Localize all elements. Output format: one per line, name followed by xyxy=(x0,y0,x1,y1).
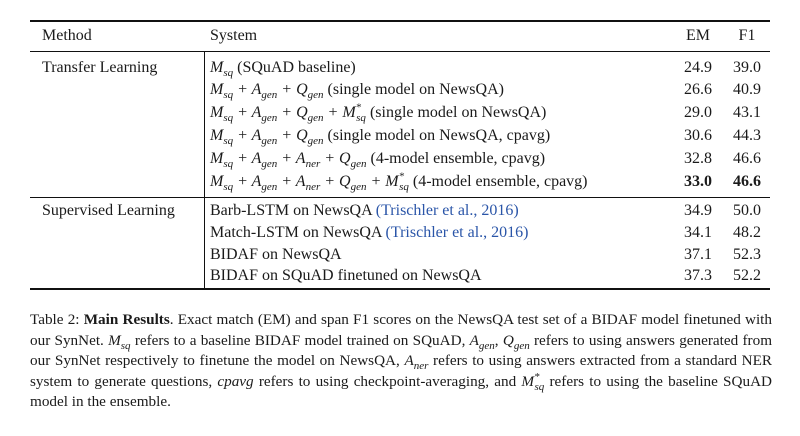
system-formula: Msq + Agen + Qgen xyxy=(210,127,324,148)
f1-value: 52.3 xyxy=(733,246,761,263)
header-system: System xyxy=(210,27,258,44)
system-note: (SQuAD baseline) xyxy=(233,59,356,76)
system-note: (4-model ensemble, cpavg) xyxy=(366,150,546,167)
caption-formula: Msq xyxy=(108,331,131,352)
system-formula: Msq + Agen + Aner + Qgen xyxy=(210,150,367,171)
em-value: 24.9 xyxy=(684,59,712,76)
header-em: EM xyxy=(686,27,710,44)
em-value: 29.0 xyxy=(684,104,712,121)
system-cell: BIDAF on SQuAD finetuned on NewsQA xyxy=(210,267,482,284)
em-value: 37.1 xyxy=(684,246,712,263)
caption-formula: Aner xyxy=(404,352,429,373)
f1-value: 48.2 xyxy=(733,224,761,241)
caption-text: , xyxy=(494,331,503,349)
f1-value: 40.9 xyxy=(733,81,761,98)
system-cell: Msq + Agen + Qgen + M*sq (single model o… xyxy=(210,101,547,125)
system-name: Barb-LSTM on NewsQA xyxy=(210,202,376,219)
system-cell: Msq + Agen + Aner + Qgen + M*sq (4-model… xyxy=(210,170,588,194)
caption-text: refers to a baseline BIDAF model trained… xyxy=(130,331,470,349)
em-value: 34.1 xyxy=(684,224,712,241)
system-cell: Msq + Agen + Aner + Qgen (4-model ensemb… xyxy=(210,149,546,171)
em-value-best: 33.0 xyxy=(684,173,712,190)
system-note: (single model on NewsQA, cpavg) xyxy=(323,127,551,144)
caption-title: Main Results xyxy=(83,311,170,328)
header-method: Method xyxy=(42,27,92,44)
caption-text: refers to using answers extracted from a… xyxy=(30,352,772,390)
f1-value: 44.3 xyxy=(733,127,761,144)
column-separator xyxy=(204,51,205,288)
system-cell: Match-LSTM on NewsQA (Trischler et al., … xyxy=(210,223,528,243)
caption-formula: M*sq xyxy=(521,370,545,393)
system-formula: Msq xyxy=(210,59,234,80)
group-transfer-learning: Transfer Learning xyxy=(42,59,158,76)
system-note: (single model on NewsQA) xyxy=(323,81,504,98)
caption-formula: Agen xyxy=(469,331,495,352)
em-value: 32.8 xyxy=(684,150,712,167)
group-supervised-learning: Supervised Learning xyxy=(42,202,175,219)
system-cell: Msq + Agen + Qgen (single model on NewsQ… xyxy=(210,80,504,102)
header-f1: F1 xyxy=(738,27,756,44)
group-rule xyxy=(30,197,770,198)
caption-text: refers to using checkpoint-averaging, an… xyxy=(253,372,522,390)
table-caption: Table 2: Main Results. Exact match (EM) … xyxy=(30,310,772,413)
bottom-rule xyxy=(30,288,770,290)
caption-formula: Qgen xyxy=(502,331,530,352)
f1-value: 52.2 xyxy=(733,267,761,284)
caption-formula: cpavg xyxy=(217,372,254,390)
header-rule xyxy=(30,51,770,52)
caption-text: refers to using the baseline SQuAD model… xyxy=(30,372,773,411)
system-cell: Msq (SQuAD baseline) xyxy=(210,58,356,80)
system-name: Match-LSTM on NewsQA xyxy=(210,224,386,241)
system-formula: Msq + Agen + Aner + Qgen + M*sq xyxy=(210,170,409,194)
em-value: 30.6 xyxy=(684,127,712,144)
system-note: (single model on NewsQA) xyxy=(365,104,547,121)
f1-value: 50.0 xyxy=(733,202,761,219)
top-rule xyxy=(30,20,770,22)
caption-text: refers to using answers generated from o… xyxy=(30,331,773,370)
system-formula: Msq + Agen + Qgen xyxy=(210,81,324,102)
f1-value-best: 46.6 xyxy=(733,173,761,190)
system-cell: Msq + Agen + Qgen (single model on NewsQ… xyxy=(210,126,551,148)
f1-value: 46.6 xyxy=(733,150,761,167)
system-note: (4-model ensemble, cpavg) xyxy=(408,173,588,190)
caption-label: Table 2: xyxy=(30,311,84,328)
system-formula: Msq + Agen + Qgen + M*sq xyxy=(210,101,366,125)
citation-link[interactable]: (Trischler et al., 2016) xyxy=(385,224,529,241)
system-cell: BIDAF on NewsQA xyxy=(210,246,342,263)
em-value: 34.9 xyxy=(684,202,712,219)
caption-text: . Exact match (EM) and span F1 scores on… xyxy=(30,311,772,349)
f1-value: 43.1 xyxy=(733,104,761,121)
citation-link[interactable]: (Trischler et al., 2016) xyxy=(375,202,519,219)
em-value: 37.3 xyxy=(684,267,712,284)
em-value: 26.6 xyxy=(684,81,712,98)
f1-value: 39.0 xyxy=(733,59,761,76)
system-cell: Barb-LSTM on NewsQA (Trischler et al., 2… xyxy=(210,201,519,221)
